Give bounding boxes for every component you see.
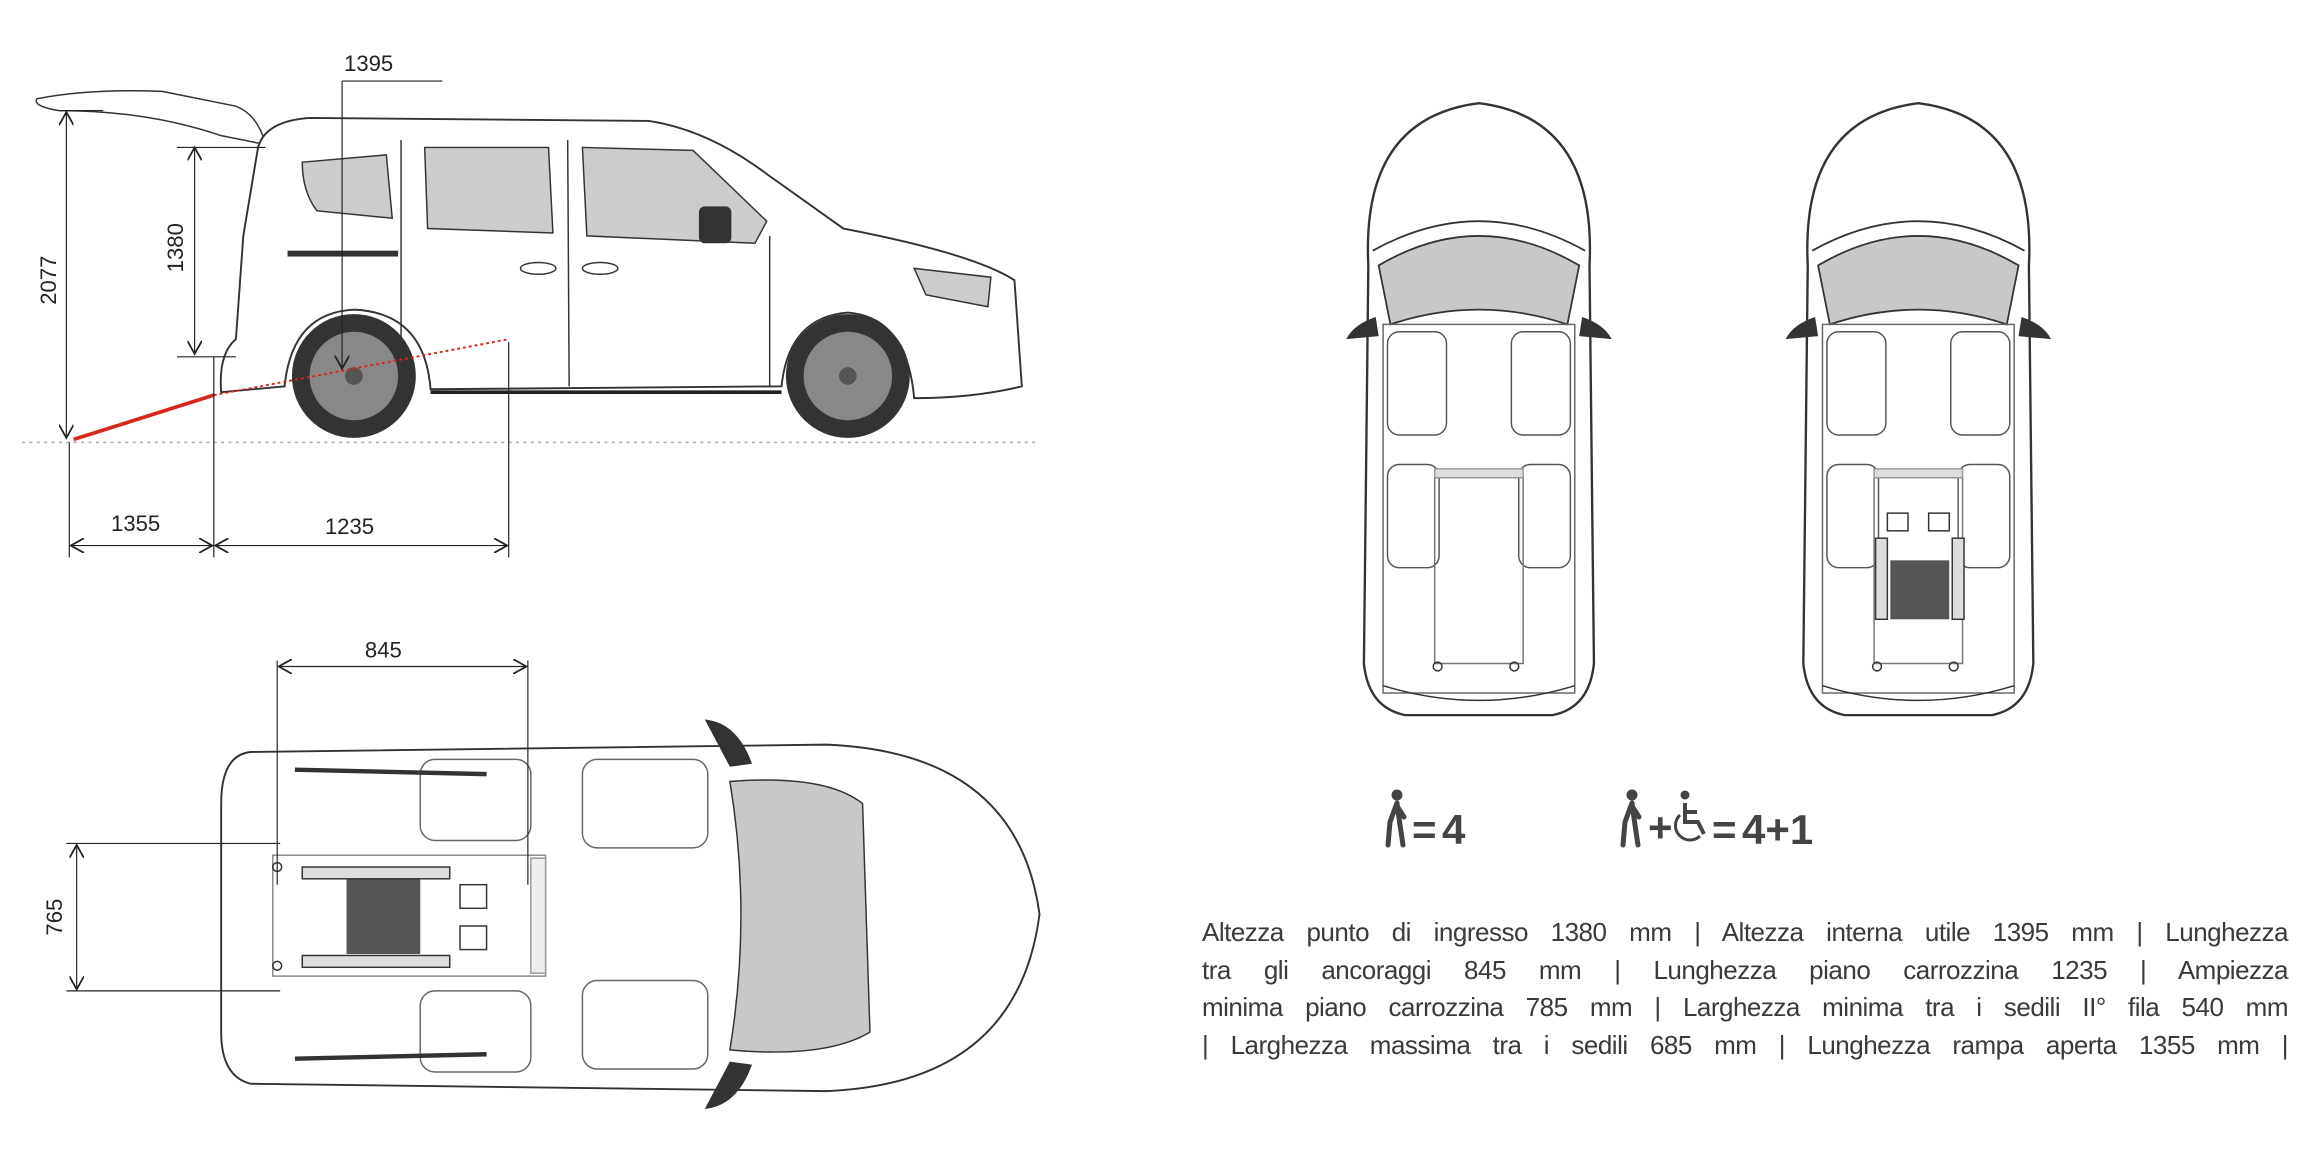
- plus-sign: +: [1648, 804, 1673, 851]
- windshield: [729, 779, 871, 1053]
- dim-845: 845: [365, 638, 402, 663]
- seating-layout-4: [1345, 102, 1613, 717]
- mirror: [698, 206, 732, 244]
- seating-layout-4-plus-1: [1784, 102, 2053, 717]
- caption-4-plus-1: + = 4+1: [1620, 789, 1813, 853]
- dim-1380: 1380: [163, 223, 188, 272]
- specifications-text: Altezza punto di ingresso 1380 mm | Alte…: [1202, 914, 2289, 1064]
- spec-line: tra gli ancoraggi 845 mm | Lunghezza pia…: [1202, 954, 2289, 985]
- wheelchair-top-icon: [1874, 512, 1965, 621]
- pedestrian-icon: [1620, 789, 1642, 848]
- dim-2077: 2077: [36, 256, 61, 305]
- pedestrian-icon: [1385, 789, 1407, 848]
- side-view: 2077 1380 1395 1355 1235: [22, 51, 1040, 558]
- middle-window: [423, 146, 554, 234]
- caption-4: = 4: [1385, 789, 1466, 853]
- seat-count: 4: [1442, 806, 1466, 853]
- rear-window: [301, 154, 394, 220]
- seat-count: 4+1: [1742, 806, 1813, 853]
- ramp-extension: [213, 338, 509, 397]
- wheelchair-icon: [1674, 790, 1706, 842]
- open-tailgate: [35, 90, 267, 146]
- spec-line: | Larghezza massima tra i sedili 685 mm …: [1202, 1029, 2289, 1060]
- spec-line: Altezza punto di ingresso 1380 mm | Alte…: [1202, 917, 2289, 947]
- front-wheel: [785, 314, 910, 438]
- top-view: 845 765: [42, 638, 1041, 1109]
- dim-765: 765: [42, 899, 67, 936]
- equals-sign: =: [1712, 806, 1737, 853]
- dim-1355: 1355: [111, 511, 160, 536]
- equals-sign: =: [1412, 806, 1437, 853]
- ramp: [73, 393, 215, 442]
- headlight: [912, 267, 992, 308]
- dim-1395: 1395: [344, 51, 393, 76]
- dim-1235: 1235: [325, 514, 374, 539]
- wheelchair-top: [301, 866, 488, 969]
- rear-wheel: [291, 314, 416, 438]
- spec-line: minima piano carrozzina 785 mm | Larghez…: [1202, 992, 2289, 1022]
